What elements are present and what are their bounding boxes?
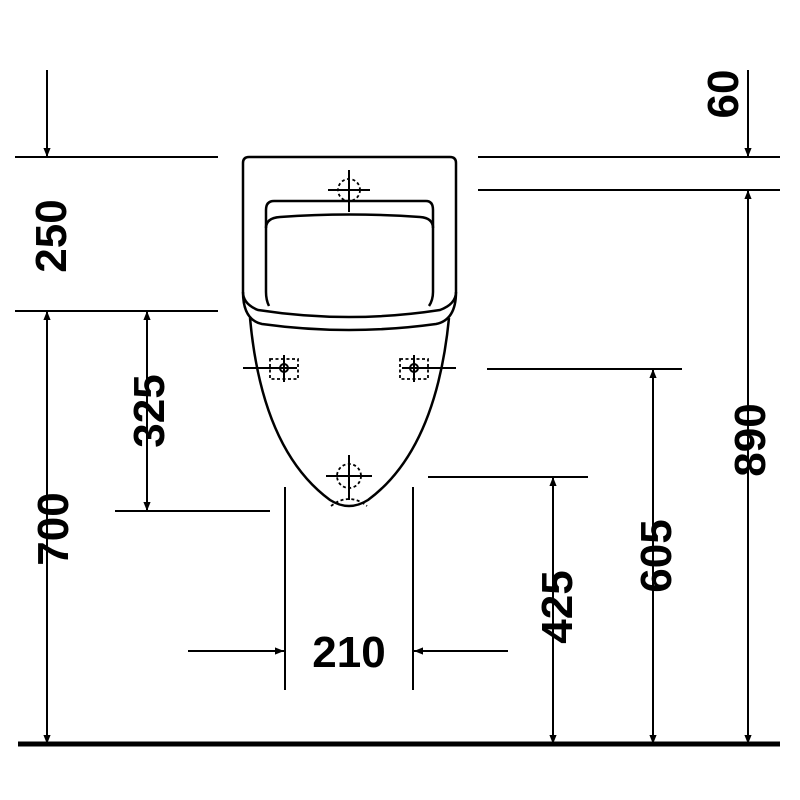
dim-label-605: 605 — [632, 519, 681, 592]
dim-label-325: 325 — [125, 374, 174, 447]
dim-label-250: 250 — [27, 199, 76, 272]
fixing-marker-right — [399, 355, 456, 382]
dim-label-700: 700 — [29, 492, 78, 565]
fixing-marker-left — [243, 355, 299, 382]
dim-label-890: 890 — [726, 403, 775, 476]
dim-label-210: 210 — [312, 628, 385, 677]
dim-label-60: 60 — [699, 70, 748, 119]
dimension-arrows — [43, 70, 752, 744]
outlet-marker — [326, 455, 372, 507]
fixing-marker-top — [328, 170, 370, 212]
dim-label-425: 425 — [533, 570, 582, 643]
